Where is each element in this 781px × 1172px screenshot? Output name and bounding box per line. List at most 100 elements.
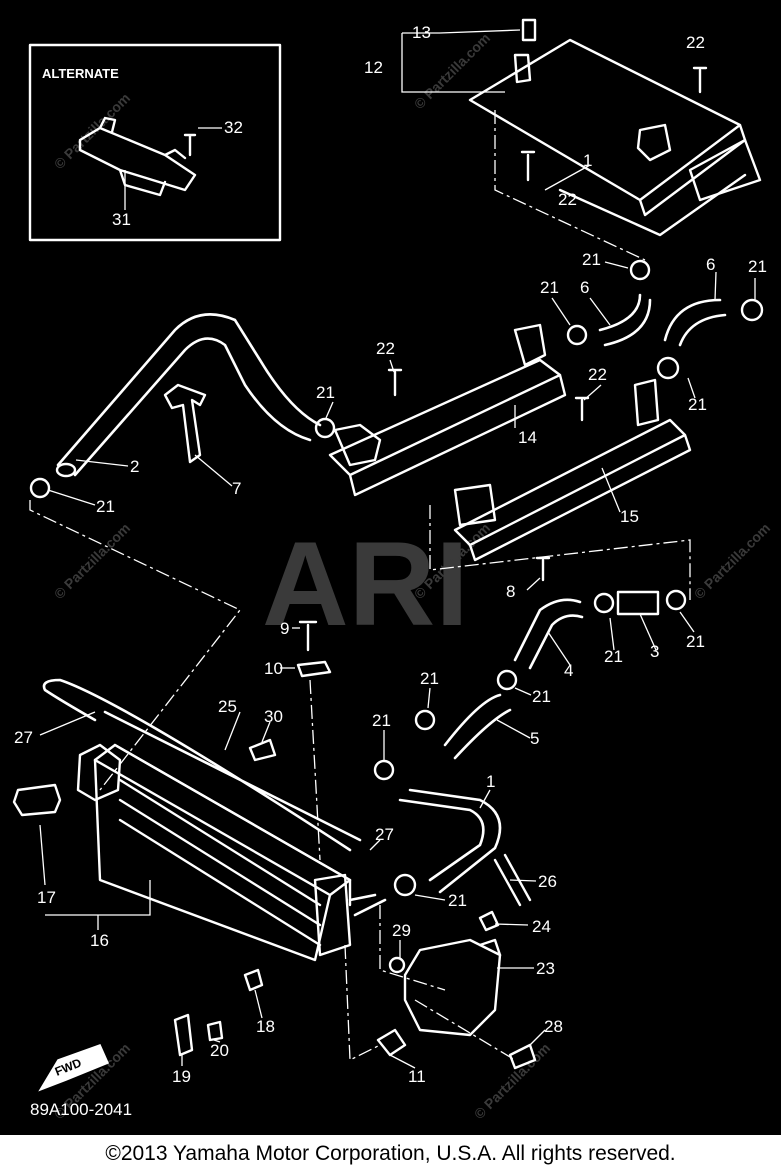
callout-11: 11 <box>408 1067 426 1086</box>
callout-32: 32 <box>224 118 243 137</box>
callout-23: 23 <box>536 959 555 978</box>
part-26-hose <box>493 853 532 907</box>
callout-21-e: 21 <box>688 395 707 414</box>
part-32-bolt <box>183 133 197 157</box>
callout-1-lower: 1 <box>486 772 495 791</box>
callout-30: 30 <box>264 707 283 726</box>
callout-21-c: 21 <box>540 278 559 297</box>
callout-13: 13 <box>412 23 431 42</box>
callout-12: 12 <box>364 58 383 77</box>
callout-16: 16 <box>90 931 109 950</box>
part-22-bolt-top <box>692 66 708 94</box>
callout-20: 20 <box>210 1041 229 1060</box>
callout-26: 26 <box>538 872 557 891</box>
top-right-assembly <box>401 18 762 261</box>
callout-29: 29 <box>392 921 411 940</box>
part-6-hose-a <box>598 293 652 347</box>
part-1-panel <box>468 38 747 237</box>
part-16-radiator <box>76 743 352 962</box>
part-31-bracket <box>78 116 197 197</box>
callout-31: 31 <box>112 210 131 229</box>
callout-22-c: 22 <box>376 339 395 358</box>
callout-6-right: 6 <box>706 255 715 274</box>
watermark-site-2: © Partzilla.com <box>411 30 493 112</box>
callout-22-mid: 22 <box>558 190 577 209</box>
part-18-grommet <box>243 968 264 992</box>
part-2-hose <box>55 313 322 478</box>
part-20-collar <box>206 1020 224 1042</box>
callout-6-left: 6 <box>580 278 589 297</box>
part-28-bolt <box>508 1043 537 1070</box>
callout-14: 14 <box>518 428 537 447</box>
part-15-rail <box>429 378 692 600</box>
callout-27-right: 27 <box>375 825 394 844</box>
part-9-bolt <box>298 620 318 652</box>
watermark-site-5: © Partzilla.com <box>691 520 773 602</box>
callout-24: 24 <box>532 917 551 936</box>
callout-labels: 13 12 22 32 31 1 22 21 6 21 21 6 22 22 2… <box>14 23 767 1119</box>
callout-22-d: 22 <box>588 365 607 384</box>
part-17-cap <box>12 783 62 817</box>
part-5-hose <box>443 693 512 760</box>
cooling-system-exploded-diagram: ARI © Partzilla.com © Partzilla.com © Pa… <box>12 18 773 1122</box>
callout-2: 2 <box>130 457 139 476</box>
callout-19: 19 <box>172 1067 191 1086</box>
inset-border <box>28 43 282 242</box>
callout-21-b: 21 <box>748 257 767 276</box>
part-3-pipe <box>616 590 660 616</box>
watermark-site-1: © Partzilla.com <box>51 90 133 172</box>
callout-27-left: 27 <box>14 728 33 747</box>
part-8-bolt <box>535 556 551 582</box>
fwd-arrow-icon: FWD <box>38 1044 110 1092</box>
part-25-hose <box>42 678 362 852</box>
callout-21-f: 21 <box>96 497 115 516</box>
callout-3: 3 <box>650 642 659 661</box>
callout-15: 15 <box>620 507 639 526</box>
callout-5: 5 <box>530 729 539 748</box>
callout-21-d: 21 <box>316 383 335 402</box>
part-4-elbow <box>513 598 584 670</box>
part-29-washer <box>388 956 406 974</box>
part-23-tank <box>403 938 502 1037</box>
panel-fins <box>688 138 762 202</box>
part-14-rail <box>328 323 567 497</box>
callout-9: 9 <box>280 619 289 638</box>
copyright-text: ©2013 Yamaha Motor Corporation, U.S.A. A… <box>105 1141 676 1165</box>
panel-elbow <box>636 123 672 162</box>
part-19-bolt <box>173 1013 194 1057</box>
watermark-brand: ARI <box>262 517 469 651</box>
clamps-21 <box>29 259 764 897</box>
callout-21-a: 21 <box>582 250 601 269</box>
part-13-fitting <box>513 18 537 84</box>
callout-7: 7 <box>232 479 241 498</box>
part-10-plate <box>296 660 332 678</box>
radiator-outlet-hose <box>348 893 387 917</box>
copyright-footer: ©2013 Yamaha Motor Corporation, U.S.A. A… <box>0 1135 781 1172</box>
watermark-site-7: © Partzilla.com <box>471 1040 553 1122</box>
alternate-inset: ALTERNATE <box>28 43 282 242</box>
part-24-cap <box>478 910 500 932</box>
diagram-code: 89A100-2041 <box>30 1100 132 1119</box>
part-22-bolt-mid <box>520 150 536 182</box>
callout-21-k: 21 <box>372 711 391 730</box>
part-1-lower-hose <box>398 788 502 894</box>
watermark-site-3: © Partzilla.com <box>51 520 133 602</box>
part-11-drain <box>376 1028 407 1057</box>
callout-8: 8 <box>506 582 515 601</box>
callout-21-g: 21 <box>686 632 705 651</box>
phantom-lines <box>29 500 516 1062</box>
callout-4: 4 <box>564 661 573 680</box>
callout-17: 17 <box>37 888 56 907</box>
callout-22-top: 22 <box>686 33 705 52</box>
callout-1-top: 1 <box>583 151 592 170</box>
part-6-hose-b <box>663 298 727 347</box>
callout-21-h: 21 <box>604 647 623 666</box>
callout-28: 28 <box>544 1017 563 1036</box>
callout-25: 25 <box>218 697 237 716</box>
part-7-bracket <box>163 383 207 464</box>
callout-10: 10 <box>264 659 283 678</box>
inset-title: ALTERNATE <box>42 66 119 81</box>
part-30-clip <box>248 738 277 762</box>
callout-21-i: 21 <box>420 669 439 688</box>
callout-21-j: 21 <box>532 687 551 706</box>
